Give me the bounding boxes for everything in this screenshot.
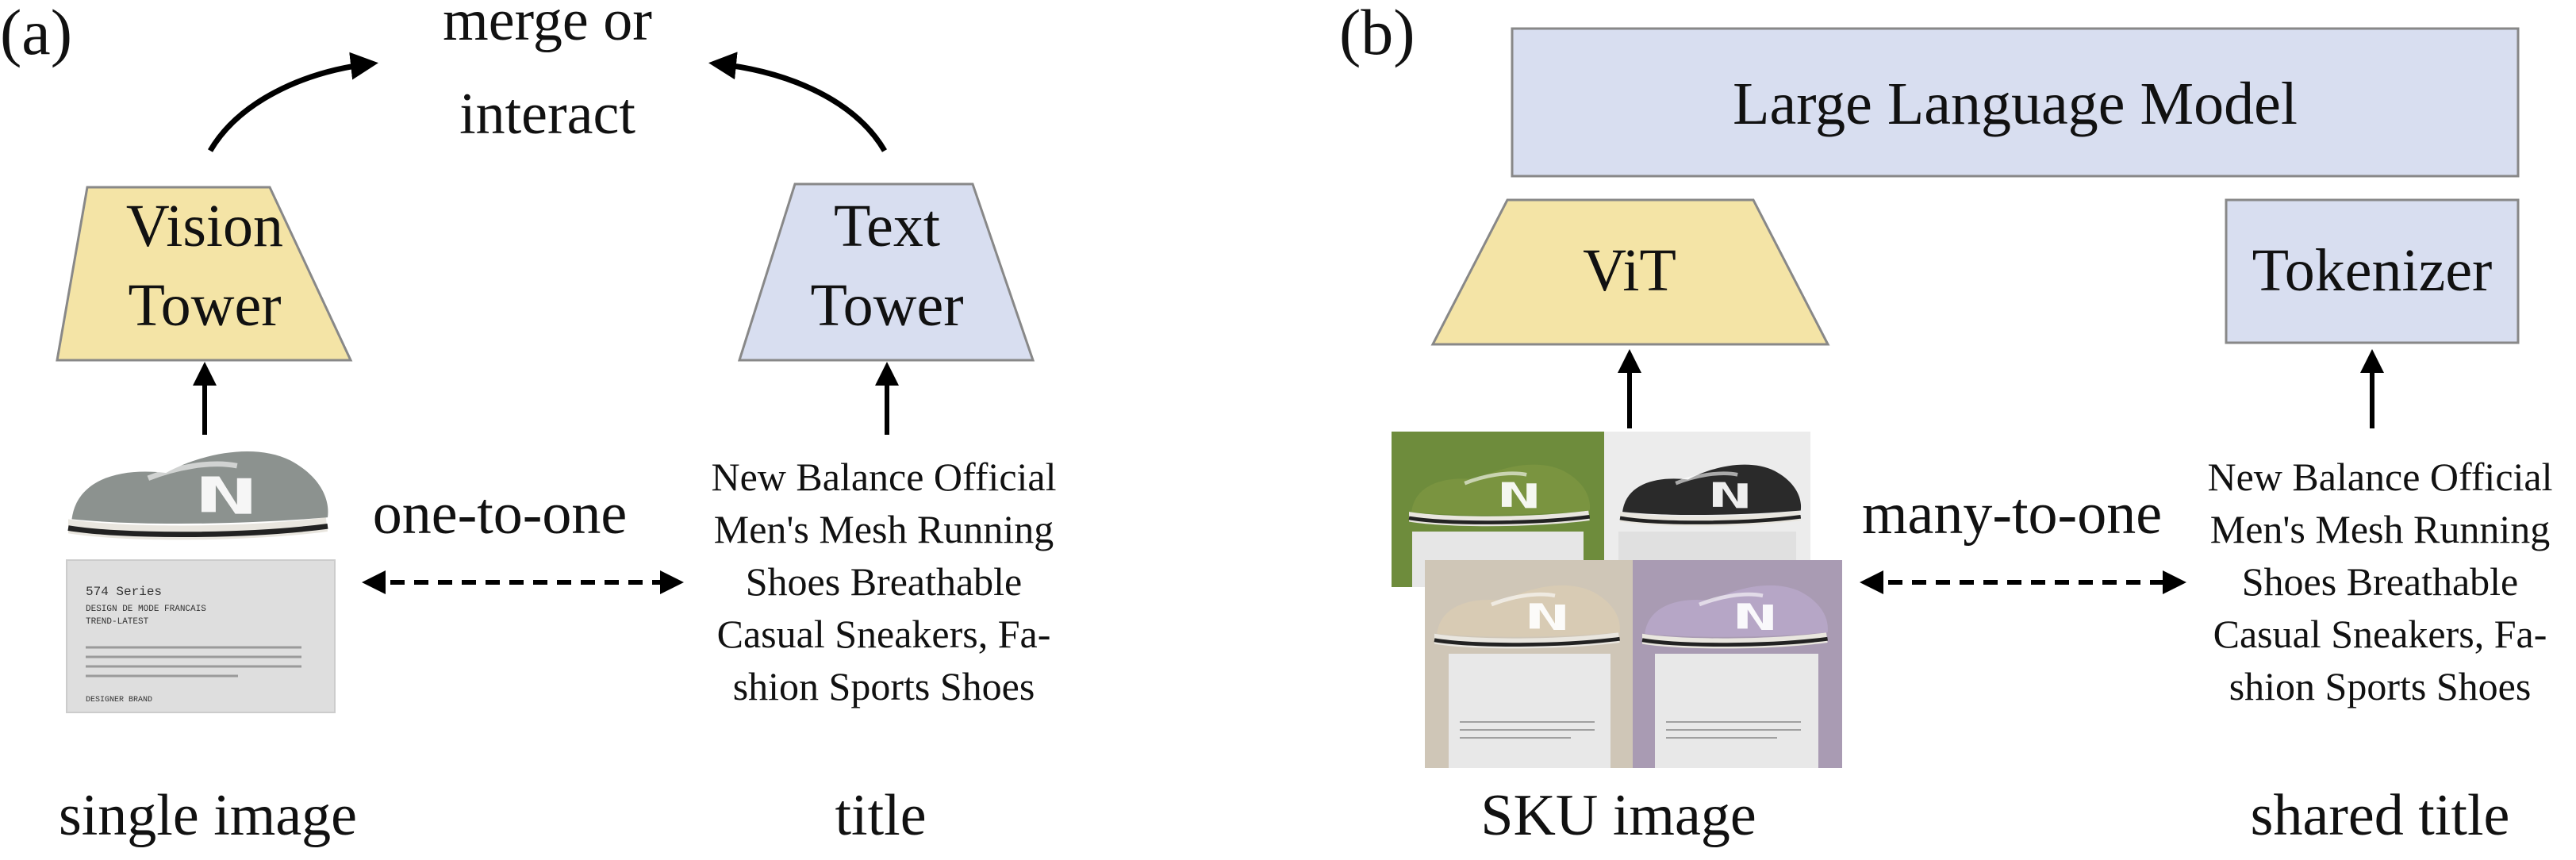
text-tower-label-2: Tower: [810, 272, 963, 339]
caption-title: title: [835, 783, 926, 848]
merge-label-line1: merge or: [443, 0, 652, 53]
tokenizer-box: [2225, 198, 2520, 344]
relation-many-to-one: many-to-one: [1862, 482, 2162, 547]
vision-tower-shape: [56, 186, 353, 362]
caption-shared-title: shared title: [2251, 783, 2510, 848]
sku-tile-beige: [1425, 560, 1633, 768]
caption-single-image: single image: [59, 783, 357, 848]
text-tower-label-1: Text: [834, 193, 940, 259]
pedestal-fine-print: [86, 646, 301, 678]
product-title-b: New Balance Official Men's Mesh Running …: [2208, 455, 2553, 708]
title-a-line-3: Shoes Breathable: [746, 559, 1023, 604]
product-title-a: New Balance Official Men's Mesh Running …: [712, 455, 1057, 708]
llm-label: Large Language Model: [1733, 71, 2298, 137]
panel-b-label: (b): [1339, 0, 1415, 68]
sku-image-collage: [1392, 432, 1842, 768]
vit-label: ViT: [1583, 237, 1676, 304]
text-tower-shape: [737, 182, 1035, 362]
title-b-line-2: Men's Mesh Running: [2210, 507, 2550, 551]
single-product-image: 574 Series DESIGN DE MODE FRANCAIS TREND…: [67, 435, 336, 713]
title-b-line-4: Casual Sneakers, Fa-: [2213, 612, 2547, 656]
title-a-line-5: shion Sports Shoes: [733, 664, 1035, 708]
title-a-line-2: Men's Mesh Running: [714, 507, 1054, 551]
pedestal-series-text: 574 Series: [86, 585, 162, 599]
curved-arrow-left: [207, 52, 378, 152]
vision-tower-label-2: Tower: [128, 272, 281, 339]
panel-a: (a) merge or interact Vision Tower Text …: [0, 0, 1057, 848]
pedestal-footer-text: DESIGNER BRAND: [86, 696, 152, 705]
pedestal-line2-text: TREND-LATEST: [86, 617, 149, 627]
title-b-line-1: New Balance Official: [2208, 455, 2553, 499]
relation-one-to-one: one-to-one: [373, 482, 628, 547]
title-b-line-5: shion Sports Shoes: [2229, 664, 2532, 708]
vision-tower-label-1: Vision: [126, 193, 283, 259]
merge-label-line2: interact: [459, 82, 635, 147]
sku-tile-lavender: [1633, 560, 1842, 768]
panel-b: (b) Large Language Model ViT Tokenizer: [1339, 0, 2553, 848]
tokenizer-label: Tokenizer: [2252, 237, 2493, 304]
vit-shape: [1430, 198, 1830, 346]
title-b-line-3: Shoes Breathable: [2242, 559, 2519, 604]
panel-a-label: (a): [0, 0, 72, 68]
title-a-line-4: Casual Sneakers, Fa-: [717, 612, 1051, 656]
title-a-line-1: New Balance Official: [712, 455, 1057, 499]
caption-sku-image: SKU image: [1480, 783, 1756, 848]
curved-arrow-right: [708, 52, 888, 152]
llm-box: [1511, 27, 2520, 178]
pedestal-line1-text: DESIGN DE MODE FRANCAIS: [86, 605, 206, 614]
